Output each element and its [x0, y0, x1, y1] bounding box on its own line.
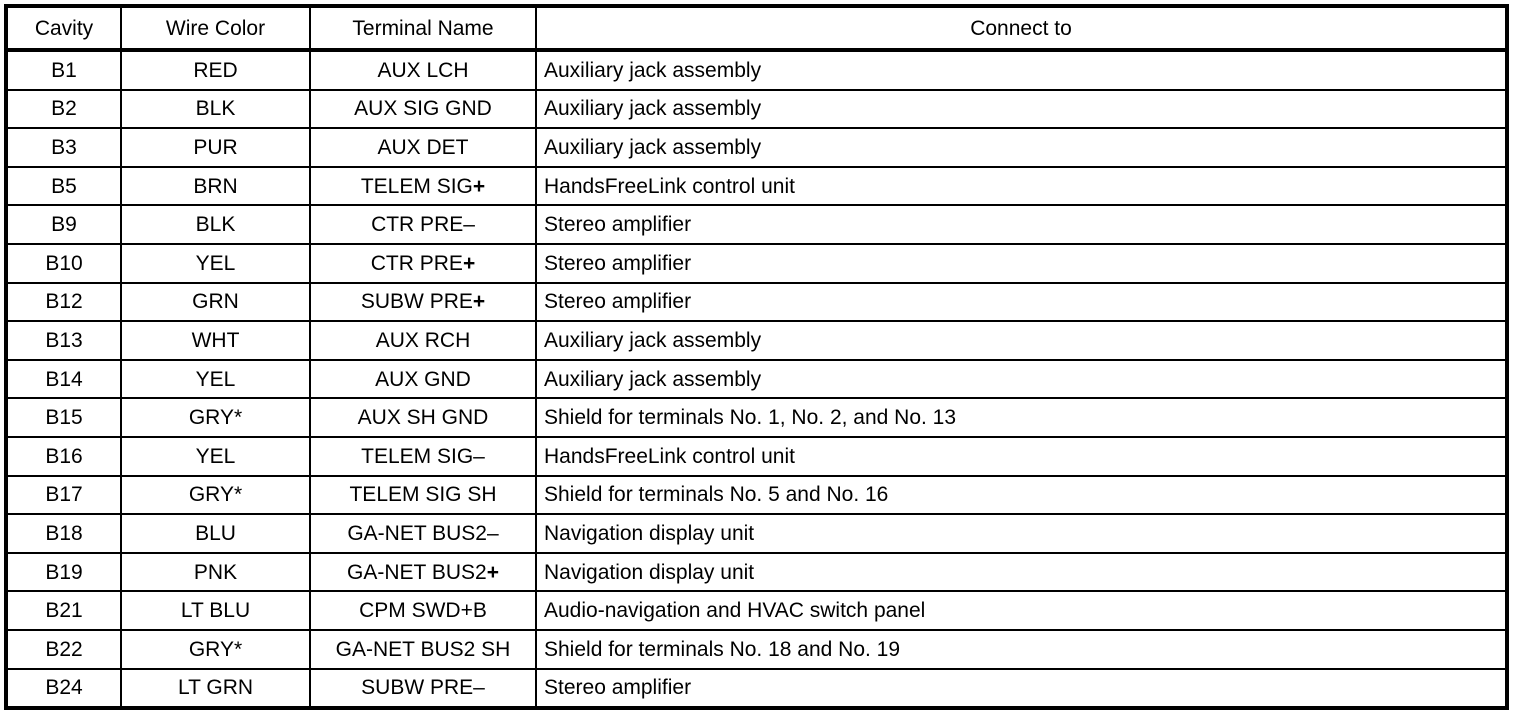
cell-terminal: GA-NET BUS2 SH: [309, 628, 537, 670]
cell-terminal: AUX DET: [309, 127, 537, 168]
cell-cavity: B5: [5, 165, 122, 207]
cell-terminal: AUX SH GND: [309, 397, 537, 438]
cell-cavity: B12: [5, 281, 122, 323]
cell-connect: Shield for terminals No. 1, No. 2, and N…: [535, 397, 1508, 438]
cell-terminal: CPM SWD+B: [309, 590, 537, 631]
cell-wire: GRY*: [120, 397, 311, 438]
cell-wire: LT GRN: [120, 667, 311, 710]
cell-wire: BLK: [120, 204, 311, 245]
cell-connect: Stereo amplifier: [535, 281, 1508, 323]
cell-wire: BLK: [120, 88, 311, 130]
table-header-row: Cavity Wire Color Terminal Name Connect …: [5, 5, 1508, 52]
cell-wire: LT BLU: [120, 590, 311, 631]
cell-terminal: TELEM SIG+: [309, 165, 537, 207]
cell-terminal: AUX GND: [309, 358, 537, 400]
cell-connect: Stereo amplifier: [535, 667, 1508, 710]
cell-terminal: AUX SIG GND: [309, 88, 537, 130]
cell-cavity: B14: [5, 358, 122, 400]
cell-connect: Auxiliary jack assembly: [535, 49, 1508, 91]
cell-terminal: AUX RCH: [309, 320, 537, 361]
cell-wire: WHT: [120, 320, 311, 361]
cell-connect: HandsFreeLink control unit: [535, 165, 1508, 207]
cell-cavity: B16: [5, 435, 122, 477]
cell-cavity: B13: [5, 320, 122, 361]
pinout-table-container: Cavity Wire Color Terminal Name Connect …: [4, 4, 1509, 710]
cell-wire: GRY*: [120, 628, 311, 670]
table-header: Cavity Wire Color Terminal Name Connect …: [5, 5, 1508, 52]
cell-terminal: AUX LCH: [309, 49, 537, 91]
connector-terminal-pinout-table: Cavity Wire Color Terminal Name Connect …: [4, 4, 1509, 710]
cell-cavity: B1: [5, 49, 122, 91]
cell-wire: GRY*: [120, 474, 311, 516]
cell-cavity: B9: [5, 204, 122, 245]
cell-cavity: B2: [5, 88, 122, 130]
cell-cavity: B17: [5, 474, 122, 516]
cell-connect: Navigation display unit: [535, 513, 1508, 554]
cell-connect: Shield for terminals No. 18 and No. 19: [535, 628, 1508, 670]
cell-cavity: B18: [5, 513, 122, 554]
cell-connect: Navigation display unit: [535, 551, 1508, 593]
cell-terminal: TELEM SIG–: [309, 435, 537, 477]
cell-wire: BRN: [120, 165, 311, 207]
cell-terminal: SUBW PRE+: [309, 281, 537, 323]
cell-wire: BLU: [120, 513, 311, 554]
plus-sign-glyph: +: [486, 560, 499, 584]
cell-wire: RED: [120, 49, 311, 91]
plus-sign-glyph: +: [472, 290, 486, 314]
cell-connect: Audio-navigation and HVAC switch panel: [535, 590, 1508, 631]
cell-connect: Stereo amplifier: [535, 204, 1508, 245]
cell-terminal: GA-NET BUS2+: [309, 551, 537, 593]
cell-terminal: CTR PRE+: [309, 242, 537, 284]
cell-connect: Stereo amplifier: [535, 242, 1508, 284]
plus-sign-glyph: +: [462, 251, 476, 275]
cell-connect: HandsFreeLink control unit: [535, 435, 1508, 477]
cell-cavity: B24: [5, 667, 122, 710]
cell-connect: Auxiliary jack assembly: [535, 88, 1508, 130]
cell-cavity: B10: [5, 242, 122, 284]
cell-connect: Auxiliary jack assembly: [535, 358, 1508, 400]
cell-connect: Auxiliary jack assembly: [535, 320, 1508, 361]
cell-wire: YEL: [120, 358, 311, 400]
cell-wire: PNK: [120, 551, 311, 593]
cell-cavity: B3: [5, 127, 122, 168]
column-header-wire-color: Wire Color: [120, 5, 311, 52]
cell-wire: YEL: [120, 435, 311, 477]
column-header-cavity: Cavity: [5, 5, 122, 52]
cell-terminal: CTR PRE–: [309, 204, 537, 245]
cell-terminal: TELEM SIG SH: [309, 474, 537, 516]
plus-sign-glyph: +: [472, 174, 486, 198]
column-header-connect-to: Connect to: [535, 5, 1508, 52]
cell-wire: PUR: [120, 127, 311, 168]
cell-terminal: GA-NET BUS2–: [309, 513, 537, 554]
cell-connect: Shield for terminals No. 5 and No. 16: [535, 474, 1508, 516]
cell-connect: Auxiliary jack assembly: [535, 127, 1508, 168]
cell-cavity: B21: [5, 590, 122, 631]
cell-cavity: B19: [5, 551, 122, 593]
cell-wire: GRN: [120, 281, 311, 323]
cell-terminal: SUBW PRE–: [309, 667, 537, 710]
cell-cavity: B15: [5, 397, 122, 438]
cell-cavity: B22: [5, 628, 122, 670]
cell-wire: YEL: [120, 242, 311, 284]
column-header-terminal-name: Terminal Name: [309, 5, 537, 52]
